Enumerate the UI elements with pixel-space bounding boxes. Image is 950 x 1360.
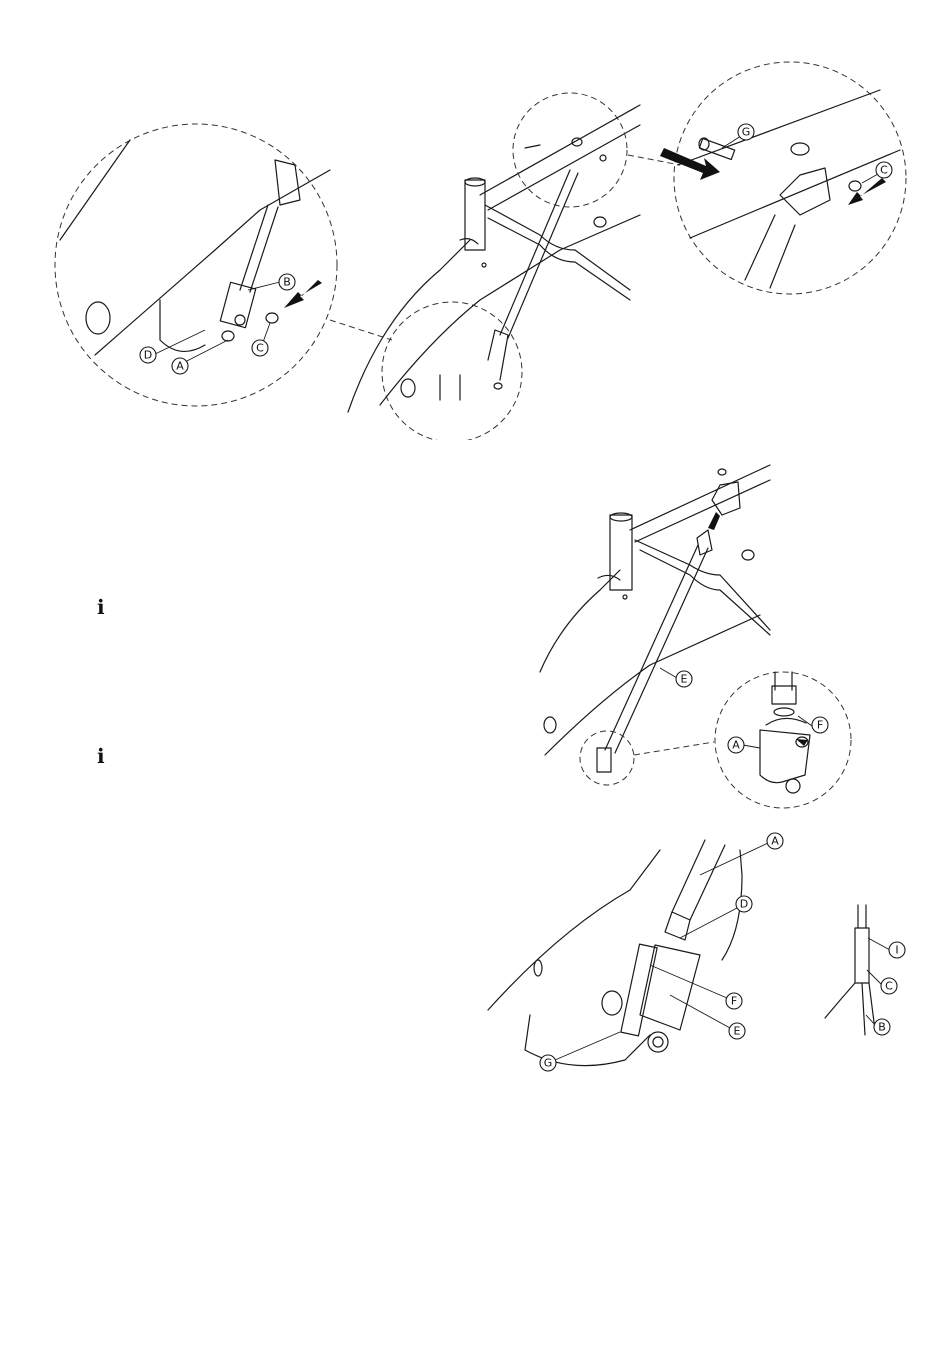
callout-E-fig3: E xyxy=(729,1023,745,1039)
info-icon: ℹ xyxy=(97,744,105,768)
svg-text:I: I xyxy=(895,944,898,957)
figure-2-drawing: E F A xyxy=(0,450,950,810)
svg-text:G: G xyxy=(742,126,751,139)
callout-E: E xyxy=(676,671,692,687)
svg-text:C: C xyxy=(885,980,893,993)
svg-text:A: A xyxy=(176,360,184,373)
svg-text:B: B xyxy=(878,1021,886,1034)
figure-strut-replacement: E F A xyxy=(0,450,950,810)
callout-B: B xyxy=(279,274,295,290)
callout-D-fig3: D xyxy=(736,896,752,912)
figure-gas-strut-removal: B C D A xyxy=(0,0,950,440)
svg-text:C: C xyxy=(256,342,264,355)
svg-text:F: F xyxy=(817,719,823,732)
callout-C: C xyxy=(252,340,268,356)
callout-C-fig3: C xyxy=(881,978,897,994)
frame-overview-2 xyxy=(540,465,770,772)
callout-F: F xyxy=(812,717,828,733)
detail-left-parts xyxy=(60,140,330,355)
lever-assembly xyxy=(488,840,742,1066)
svg-text:G: G xyxy=(544,1057,553,1070)
svg-text:F: F xyxy=(731,995,737,1008)
callout-F-fig3: F xyxy=(726,993,742,1009)
detail-circle-small xyxy=(580,731,634,785)
svg-text:D: D xyxy=(144,349,152,362)
info-icon: ℹ xyxy=(97,595,105,619)
callout-D: D xyxy=(140,347,156,363)
callout-B-fig3: B xyxy=(874,1019,890,1035)
svg-text:A: A xyxy=(771,835,779,848)
figure-1-drawing: B C D A xyxy=(0,0,950,440)
figure-3-drawing: A D F E G I C B xyxy=(0,820,950,1080)
callout-A: A xyxy=(172,358,188,374)
svg-text:B: B xyxy=(283,276,291,289)
callout-C-right: C xyxy=(876,162,892,178)
detail-circle-small-top xyxy=(513,93,627,207)
callout-G-fig3: G xyxy=(540,1055,556,1071)
callout-I: I xyxy=(889,942,905,958)
svg-text:E: E xyxy=(681,673,688,686)
svg-text:A: A xyxy=(732,739,740,752)
svg-text:C: C xyxy=(880,164,888,177)
figure-cable-connection: A D F E G I C B xyxy=(0,820,950,1080)
callout-A-fig3: A xyxy=(767,833,783,849)
callout-A-fig2: A xyxy=(728,737,744,753)
frame-overview xyxy=(348,105,640,412)
svg-text:D: D xyxy=(740,898,748,911)
svg-text:E: E xyxy=(734,1025,741,1038)
rod-end-parts xyxy=(760,672,810,793)
detail-right-parts xyxy=(660,90,900,288)
callout-G: G xyxy=(738,124,754,140)
